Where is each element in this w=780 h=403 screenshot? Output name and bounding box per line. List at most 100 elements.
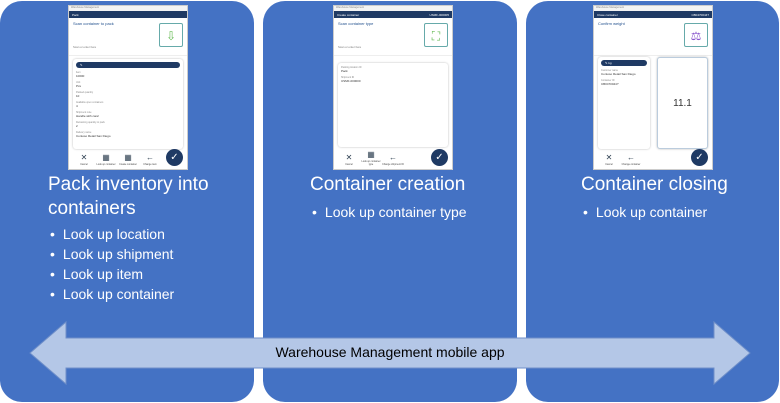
- header-id: USMF-000005: [429, 12, 449, 17]
- prompt-title: Scan container to pack: [73, 21, 114, 26]
- bullet: Look up container: [50, 284, 174, 304]
- window-title: Warehouse Management: [334, 6, 452, 11]
- create-icon: ▦: [124, 153, 132, 162]
- action-bar: ✕Cancel ▦Look up container ▦Create conta…: [69, 147, 187, 169]
- bullet-list: Look up location Look up shipment Look u…: [50, 224, 174, 304]
- cancel-button[interactable]: ✕Cancel: [598, 153, 620, 166]
- field-label: Available open containers: [76, 101, 104, 104]
- button-label: Change shipment ID: [382, 163, 404, 166]
- cancel-button[interactable]: ✕Cancel: [73, 153, 95, 166]
- button-label: Change container: [621, 163, 641, 166]
- container-pack-icon: ⇩: [159, 23, 183, 47]
- bullet: Look up container type: [312, 202, 467, 222]
- app-header: Pack: [69, 11, 187, 18]
- field-value: Contoso Retail San Diego: [76, 134, 111, 138]
- field-value: 2: [76, 124, 78, 128]
- button-label: Cancel: [345, 163, 353, 166]
- bullet: Look up shipment: [50, 244, 174, 264]
- bullet: Look up container: [583, 202, 707, 222]
- edit-pill[interactable]: ✎: [76, 62, 180, 68]
- change-shipment-button[interactable]: ←Change shipment ID: [382, 153, 404, 166]
- close-icon: ✕: [605, 153, 613, 162]
- scale-icon: ⚖: [684, 23, 708, 47]
- scan-input[interactable]: Scan or enter here: [338, 45, 362, 49]
- field-value: 10000: [76, 74, 85, 78]
- bullet-list: Look up container type: [312, 202, 467, 222]
- bullet-list: Look up container: [583, 202, 707, 222]
- button-label: Create container: [119, 163, 137, 166]
- create-container-button[interactable]: ▦Create container: [117, 153, 139, 166]
- button-label: Cancel: [80, 163, 88, 166]
- scan-prompt[interactable]: Scan container to pack Scan or enter her…: [69, 18, 187, 56]
- panel-title: Container closing: [581, 174, 728, 195]
- weight-display[interactable]: 11.1: [657, 57, 708, 149]
- scan-prompt[interactable]: Scan container type Scan or enter here ⛶: [334, 18, 452, 56]
- field-label: Item: [76, 71, 81, 74]
- arrow-left-icon: ←: [146, 153, 154, 162]
- field-value: Contoso Retail San Diego: [601, 72, 636, 76]
- action-bar: ✕Cancel ←Change container ✓: [594, 147, 712, 169]
- unit-pill[interactable]: ✎ kg: [601, 60, 647, 66]
- look-up-container-type-button[interactable]: ▦Look up container type: [360, 150, 382, 166]
- arrow-label: Warehouse Management mobile app: [275, 344, 505, 360]
- field-label: Packed quantity: [76, 91, 94, 94]
- field-label: Delivery name: [76, 131, 92, 134]
- change-container-button[interactable]: ←Change container: [620, 153, 642, 166]
- field-value: Pcs: [76, 84, 82, 88]
- weight-value: 11.1: [673, 97, 692, 109]
- confirm-button[interactable]: ✓: [166, 149, 183, 166]
- check-icon: ✓: [695, 152, 704, 163]
- bullet: Look up location: [50, 224, 174, 244]
- button-label: Change item: [143, 163, 157, 166]
- button-label: Look up container: [96, 163, 116, 166]
- action-bar: ✕Cancel ▦Look up container type ←Change …: [334, 147, 452, 169]
- unit-label: kg: [608, 61, 612, 65]
- weight-prompt: Confirm weight ⚖: [594, 18, 712, 56]
- field-value: Handle with care!: [76, 114, 100, 118]
- scan-input[interactable]: Scan or enter here: [73, 45, 97, 49]
- field-value: 4: [76, 104, 78, 108]
- cancel-button[interactable]: ✕Cancel: [338, 153, 360, 166]
- confirm-button[interactable]: ✓: [691, 149, 708, 166]
- phone-screenshot-create: Warehouse Management Create container USM…: [333, 5, 453, 170]
- panel-title: Container creation: [310, 174, 466, 195]
- look-up-container-button[interactable]: ▦Look up container: [95, 153, 117, 166]
- container-type-icon: ⛶: [424, 23, 448, 47]
- scan-icon: ▦: [102, 153, 110, 162]
- scan-icon: ▦: [367, 150, 375, 159]
- window-title: Warehouse Management: [594, 6, 712, 11]
- field-label: Packing location ID: [341, 66, 362, 69]
- field-value: Pack: [341, 69, 348, 73]
- field-label: Remaining quantity to pack: [76, 121, 105, 124]
- field-label: Customer name: [601, 69, 619, 72]
- window-title: Warehouse Management: [69, 6, 187, 11]
- arrow-left-icon: ←: [389, 153, 397, 162]
- close-icon: ✕: [80, 153, 88, 162]
- change-item-button[interactable]: ←Change item: [139, 153, 161, 166]
- header-title: Close container: [597, 12, 618, 17]
- app-header: Create container USMF-000005: [334, 11, 452, 18]
- field-label: Container ID: [601, 79, 615, 82]
- header-title: Create container: [337, 12, 360, 17]
- field-label: Shipment ID: [341, 76, 355, 79]
- header-title: Pack: [72, 12, 79, 17]
- check-icon: ✓: [435, 152, 444, 163]
- check-icon: ✓: [170, 152, 179, 163]
- header-id: CB0470044?: [691, 12, 709, 17]
- field-value: CB0470044?: [601, 82, 619, 86]
- arrow-shape: [29, 320, 751, 386]
- button-label: Cancel: [605, 163, 613, 166]
- confirm-button[interactable]: ✓: [431, 149, 448, 166]
